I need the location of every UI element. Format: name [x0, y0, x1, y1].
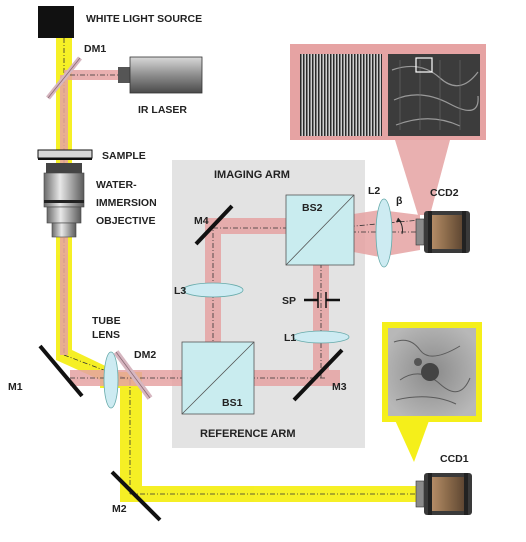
ccd1-label: CCD1	[440, 453, 469, 465]
m2-label: M2	[112, 503, 127, 515]
beta-label: β	[396, 195, 403, 207]
sample-slide	[37, 149, 93, 159]
tube-lens-label-1: TUBE	[92, 315, 121, 327]
sp-label: SP	[282, 295, 296, 307]
reference-arm-label: REFERENCE ARM	[200, 428, 296, 440]
m2-mirror	[110, 470, 162, 522]
white-light-source-label: WHITE LIGHT SOURCE	[86, 13, 202, 25]
l3-label: L3	[174, 285, 186, 297]
l2-label: L2	[368, 185, 380, 197]
objective-label-1: WATER-	[96, 179, 137, 191]
interferogram-image	[290, 44, 486, 140]
m3-mirror	[292, 348, 344, 402]
m1-mirror	[38, 344, 84, 398]
sample-label: SAMPLE	[102, 150, 146, 162]
m3-label: M3	[332, 381, 347, 393]
objective-icon	[43, 163, 85, 238]
dm2-label: DM2	[134, 349, 156, 361]
ir-laser-label: IR LASER	[138, 104, 187, 116]
objective-label-3: OBJECTIVE	[96, 215, 156, 227]
l2-lens	[375, 198, 393, 268]
white-light-source	[38, 6, 74, 38]
ccd2-label: CCD2	[430, 187, 459, 199]
camera-icon	[415, 473, 472, 515]
ccd1-callout	[394, 418, 430, 462]
laser-icon	[118, 56, 203, 94]
m4-label: M4	[194, 215, 209, 227]
tube-lens-label-2: LENS	[92, 329, 120, 341]
m1-label: M1	[8, 381, 23, 393]
bs2-cube	[285, 194, 355, 266]
objective-label-2: IMMERSION	[96, 197, 157, 209]
bs1-label: BS1	[222, 397, 243, 409]
spatial-filter	[304, 292, 340, 308]
l1-lens	[292, 330, 350, 344]
l3-lens	[182, 282, 244, 298]
bs1-cube	[181, 341, 255, 415]
cell-image	[382, 322, 482, 422]
camera-icon	[415, 211, 470, 253]
dm1-label: DM1	[84, 43, 106, 55]
tube-lens	[103, 351, 119, 409]
l1-label: L1	[284, 332, 296, 344]
bs2-label: BS2	[302, 202, 323, 214]
m4-mirror	[194, 204, 234, 246]
imaging-arm-label: IMAGING ARM	[214, 169, 290, 181]
